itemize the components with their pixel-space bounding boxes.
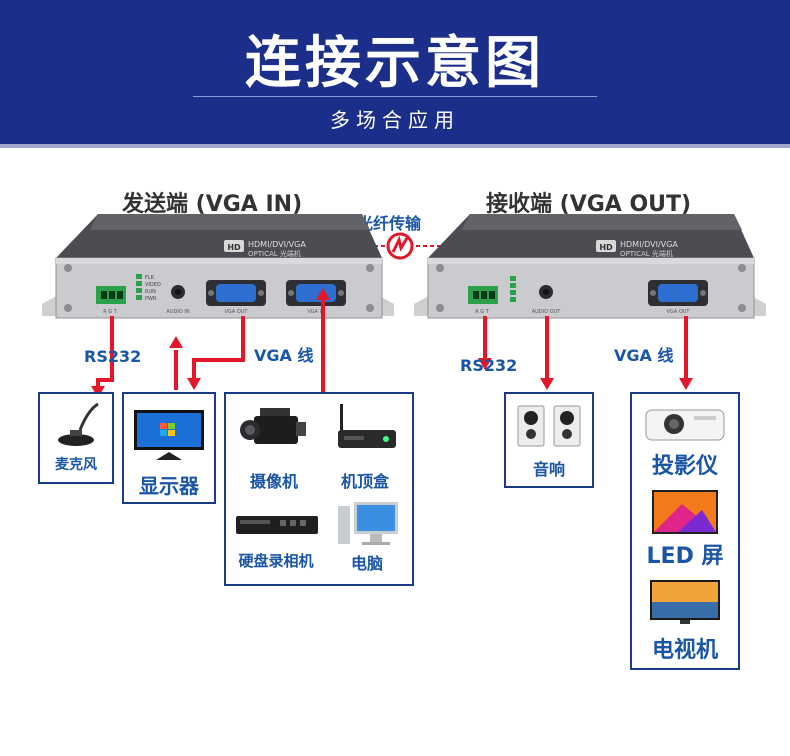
svg-text:R G T: R G T bbox=[475, 309, 490, 315]
tv-label: 电视机 bbox=[651, 638, 718, 663]
camera-label: 摄像机 bbox=[249, 472, 298, 491]
svg-text:RUN: RUN bbox=[145, 289, 156, 295]
settop-label: 机顶盒 bbox=[340, 472, 389, 491]
receiver-brand-text: HDMI/DVI/VGA bbox=[620, 240, 678, 249]
sender-brand-text: HDMI/DVI/VGA bbox=[248, 240, 306, 249]
microphone-icon bbox=[58, 402, 99, 446]
title-divider bbox=[193, 96, 597, 97]
speaker-icon bbox=[517, 405, 581, 447]
monitor-box: 显示器 bbox=[122, 392, 216, 504]
projector-label: 投影仪 bbox=[651, 454, 718, 479]
microphone-box: 麦克风 bbox=[38, 392, 114, 484]
svg-text:AUDIO IN: AUDIO IN bbox=[166, 309, 189, 315]
monitor-label: 显示器 bbox=[139, 474, 199, 498]
svg-text:VIDEO: VIDEO bbox=[145, 282, 161, 288]
led-label: LED 屏 bbox=[646, 544, 724, 569]
monitor-icon bbox=[134, 410, 204, 460]
svg-text:VGA OUT: VGA OUT bbox=[667, 309, 691, 315]
svg-text:PWR: PWR bbox=[145, 296, 157, 302]
camera-icon bbox=[240, 408, 306, 444]
sender-sub-text: OPTICAL 光端机 bbox=[248, 249, 301, 258]
vga-label-right: VGA 线 bbox=[614, 346, 674, 365]
rs232-label-right: RS232 bbox=[460, 356, 518, 375]
dvr-label: 硬盘录相机 bbox=[238, 552, 314, 570]
pc-icon bbox=[338, 502, 398, 545]
projector-icon bbox=[645, 409, 725, 441]
speaker-label: 音响 bbox=[532, 460, 565, 479]
fiber-label: 光纤传输 bbox=[357, 214, 422, 233]
svg-text:R G T: R G T bbox=[103, 309, 118, 315]
led-screen-icon bbox=[652, 490, 718, 534]
sender-title: 发送端 (VGA IN) bbox=[122, 192, 303, 217]
fiber-link-icon bbox=[360, 232, 440, 260]
svg-text:VGA IN: VGA IN bbox=[307, 309, 325, 315]
pc-label: 电脑 bbox=[350, 554, 383, 573]
arrow-vga-out bbox=[192, 316, 245, 380]
page-title: 连接示意图 bbox=[245, 31, 545, 96]
header-banner: 连接示意图 多场合应用 bbox=[0, 0, 790, 148]
speaker-box: 音响 bbox=[504, 392, 594, 488]
vga-label-left: VGA 线 bbox=[254, 346, 314, 365]
page-subtitle: 多场合应用 bbox=[330, 108, 460, 132]
arrow-rs232-left bbox=[96, 316, 114, 388]
receiver-device: HD HDMI/DVI/VGA OPTICAL 光端机 R G T AUDIO … bbox=[414, 214, 766, 319]
outputs-box: 投影仪 LED 屏 电视机 bbox=[630, 392, 740, 670]
svg-text:VGA OUT: VGA OUT bbox=[225, 309, 249, 315]
svg-text:AUDIO OUT: AUDIO OUT bbox=[532, 309, 562, 315]
receiver-title: 接收端 (VGA OUT) bbox=[486, 192, 692, 217]
sources-box: 摄像机 机顶盒 硬盘录相机 电脑 bbox=[224, 392, 414, 586]
svg-text:FLK: FLK bbox=[145, 275, 155, 281]
rs232-label-left: RS232 bbox=[84, 347, 142, 366]
svg-text:HD: HD bbox=[227, 243, 241, 252]
svg-text:HD: HD bbox=[599, 243, 613, 252]
mic-label: 麦克风 bbox=[55, 457, 97, 473]
dvr-icon bbox=[236, 516, 318, 534]
receiver-sub-text: OPTICAL 光端机 bbox=[620, 249, 673, 258]
tv-icon bbox=[650, 580, 720, 624]
settop-box-icon bbox=[338, 404, 396, 448]
